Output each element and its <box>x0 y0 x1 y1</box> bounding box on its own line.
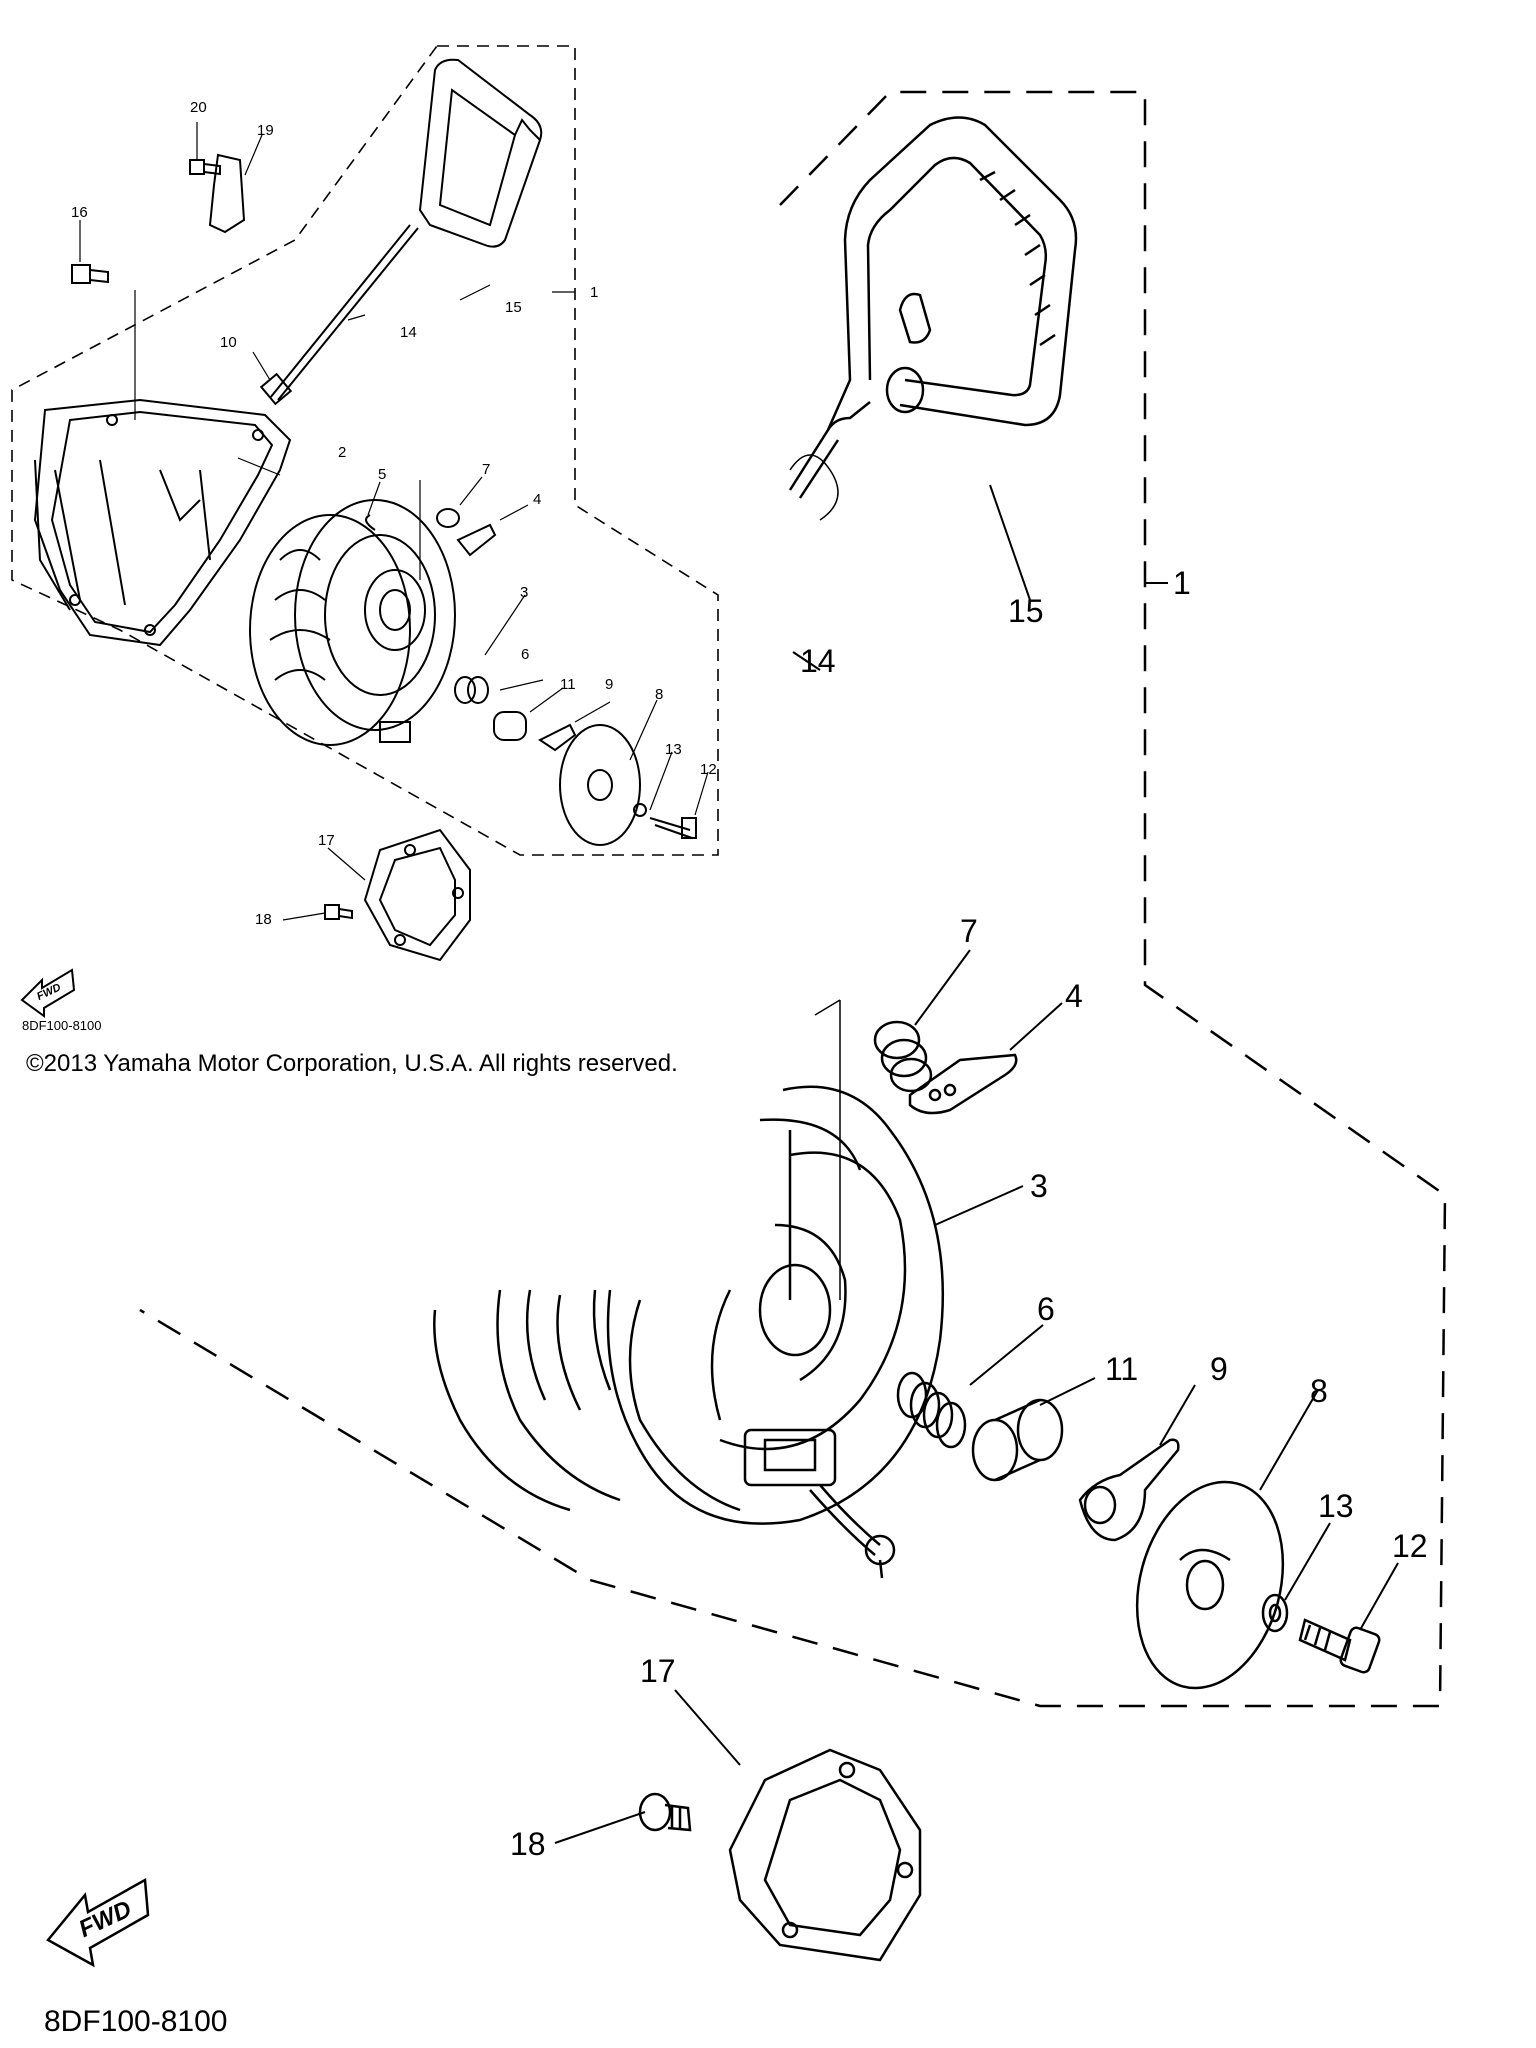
overview-label-5: 5 <box>378 466 387 483</box>
copyright-notice: ©2013 Yamaha Motor Corporation, U.S.A. A… <box>26 1050 678 1077</box>
part-9 <box>1078 1438 1180 1542</box>
detail-label-12: 12 <box>1392 1528 1428 1564</box>
spring-7 <box>873 1020 933 1093</box>
overview-label-9: 9 <box>605 676 614 693</box>
overview-label-14: 14 <box>400 324 417 341</box>
overview-label-16: 16 <box>71 204 88 221</box>
small-parts-overview <box>365 508 697 846</box>
overview-label-20: 20 <box>190 99 207 116</box>
reel-small <box>249 499 456 746</box>
spring-6 <box>896 1371 967 1449</box>
detail-label-7: 7 <box>960 913 978 949</box>
assembly-boundary-large <box>139 90 1447 1708</box>
washer-13 <box>1261 1593 1289 1633</box>
detail-label-4: 4 <box>1065 978 1083 1014</box>
overview-label-13: 13 <box>665 741 682 758</box>
spool-large <box>433 1289 896 1579</box>
detail-label-1: 1 <box>1173 565 1191 601</box>
detail-label-17: 17 <box>640 1653 676 1689</box>
ring-overview <box>324 828 471 962</box>
pawl-4 <box>908 1053 1018 1115</box>
overview-label-10: 10 <box>220 334 237 351</box>
detail-diagram <box>46 90 1447 1968</box>
detail-label-13: 13 <box>1318 1488 1354 1524</box>
detail-label-3: 3 <box>1030 1168 1048 1204</box>
overview-label-1: 1 <box>590 284 599 301</box>
overview-label-19: 19 <box>257 122 274 139</box>
rope-handle-small <box>259 58 543 406</box>
fwd-arrow-small <box>20 968 76 1018</box>
overview-label-4: 4 <box>533 491 542 508</box>
reel-large <box>606 999 945 1525</box>
detail-label-14: 14 <box>800 643 836 679</box>
detail-label-8: 8 <box>1310 1373 1328 1409</box>
overview-label-15: 15 <box>505 299 522 316</box>
overview-label-2: 2 <box>338 444 347 461</box>
overview-label-3: 3 <box>520 584 529 601</box>
overview-diagram <box>11 45 719 1018</box>
leaders-detail <box>554 484 1399 1844</box>
overview-label-12: 12 <box>700 761 717 778</box>
assembly-boundary-small <box>11 45 719 856</box>
bushing-11 <box>971 1398 1064 1482</box>
ring-17 <box>728 1748 922 1962</box>
diagram-code-small: 8DF100-8100 <box>22 1018 102 1033</box>
screws-overview <box>71 153 246 284</box>
starter-cover-small <box>33 398 292 647</box>
overview-label-11: 11 <box>560 676 576 693</box>
bolt-12 <box>1298 1618 1381 1674</box>
detail-label-15: 15 <box>1008 593 1044 629</box>
detail-label-6: 6 <box>1037 1291 1055 1327</box>
overview-label-18: 18 <box>255 911 272 928</box>
rope-handle-large <box>788 116 1078 521</box>
diagram-code-large: 8DF100-8100 <box>44 2005 228 2038</box>
leaders-overview <box>79 122 709 921</box>
overview-label-6: 6 <box>521 646 530 663</box>
overview-label-8: 8 <box>655 686 664 703</box>
screw-18 <box>638 1792 692 1832</box>
plate-8 <box>1135 1480 1285 1690</box>
detail-label-9: 9 <box>1210 1351 1228 1387</box>
fwd-arrow-large <box>46 1877 150 1968</box>
overview-label-7: 7 <box>482 461 491 478</box>
overview-label-17: 17 <box>318 832 335 849</box>
detail-label-11: 11 <box>1105 1351 1139 1387</box>
detail-label-18: 18 <box>510 1826 546 1862</box>
